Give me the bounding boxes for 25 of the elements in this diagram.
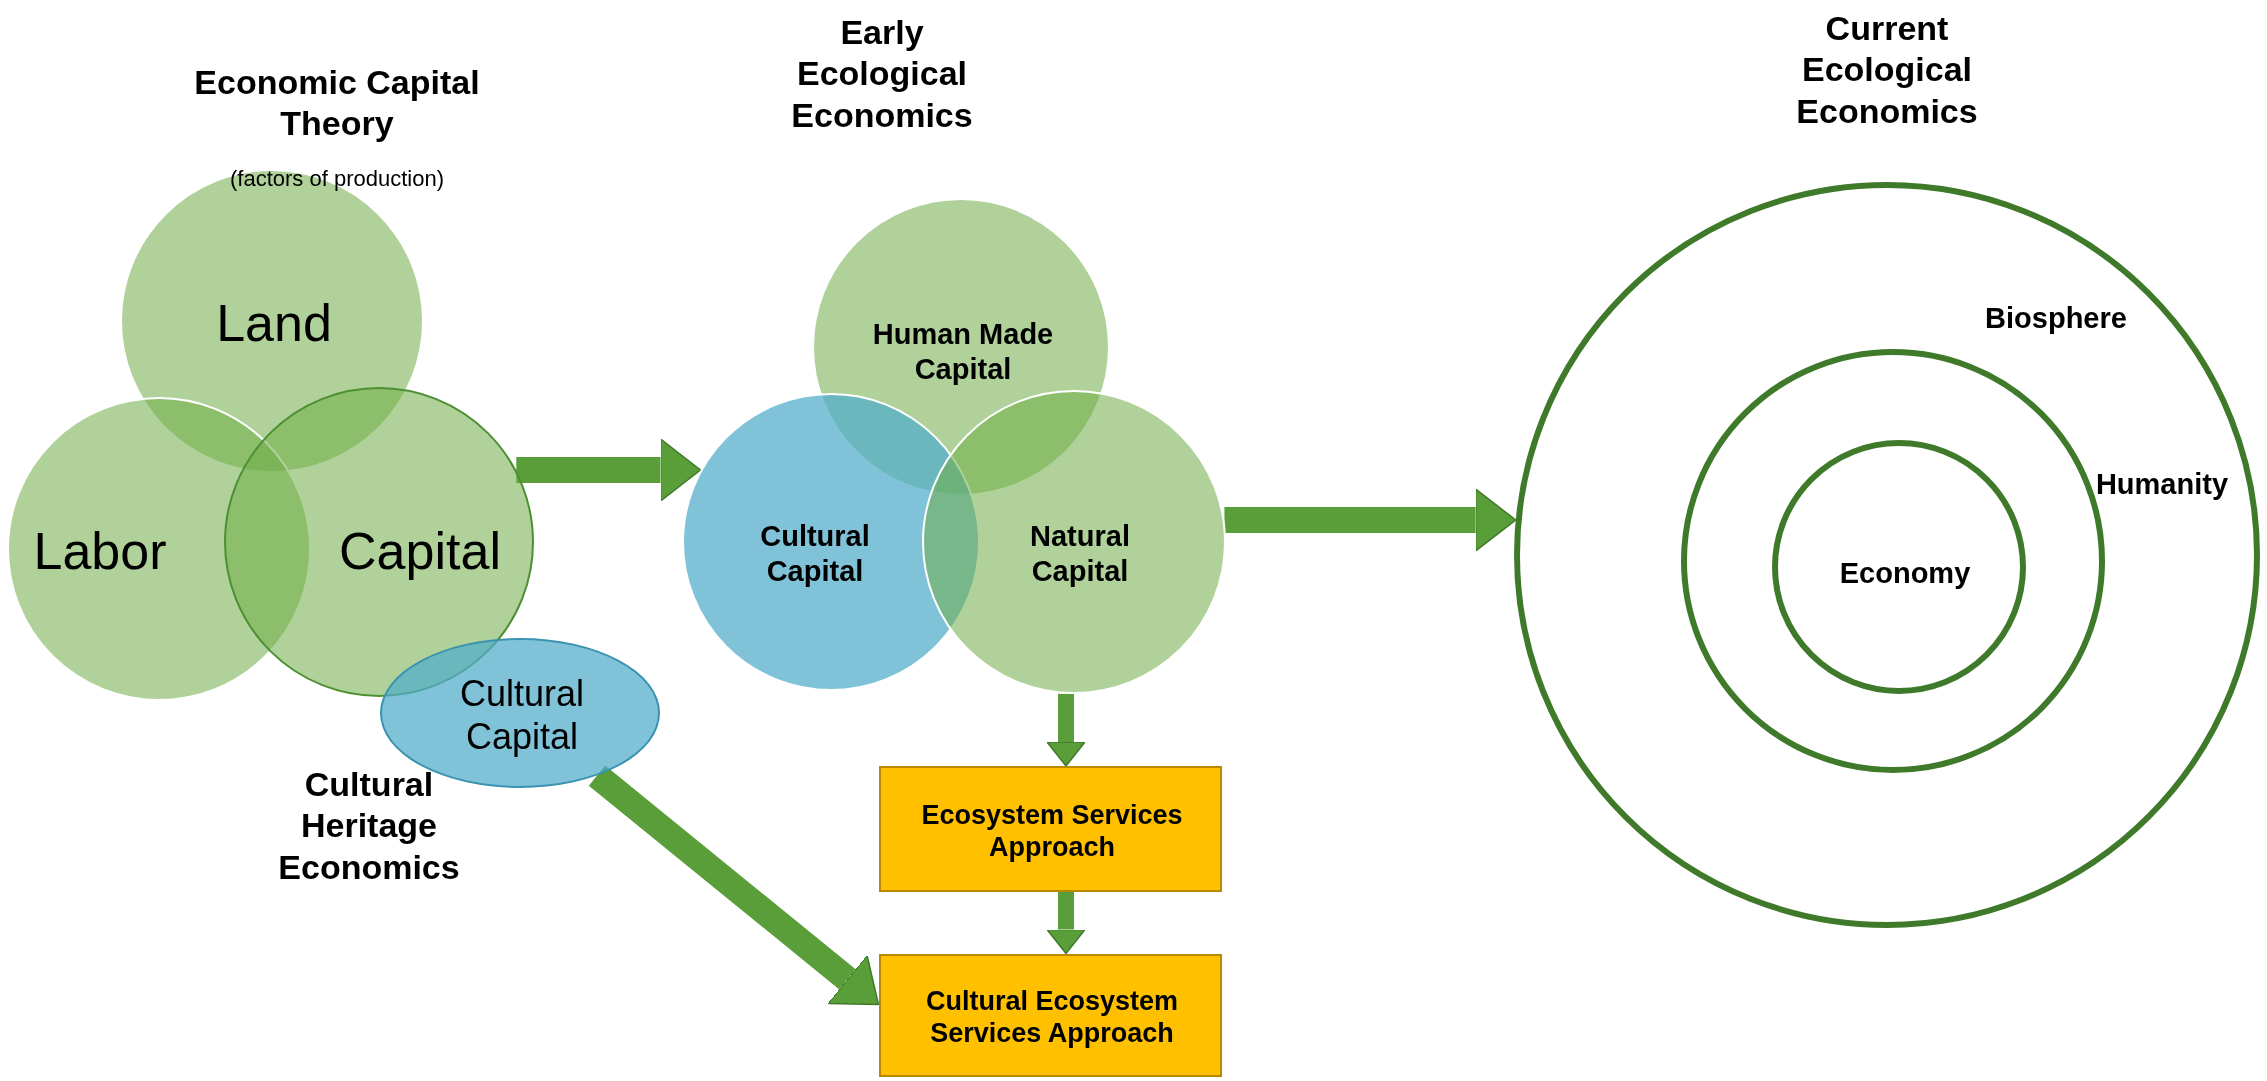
subtitle: (factors of production): [230, 166, 444, 193]
node-label: Cultural Capital: [458, 671, 586, 759]
node-label: Labor: [33, 520, 167, 582]
arrow: [516, 438, 702, 502]
node-label: Economy: [1839, 555, 1971, 591]
node-label: Land: [216, 292, 332, 354]
ring: [1772, 440, 2026, 694]
process-box: [878, 953, 1222, 1077]
section-heading: Early Ecological Economics: [790, 12, 974, 136]
process-box: [878, 766, 1222, 892]
node-label: Humanity: [2095, 466, 2229, 502]
section-heading: Economic Capital Theory: [193, 62, 481, 145]
section-heading: Cultural Heritage Economics: [277, 764, 461, 888]
arrow: [1046, 693, 1086, 767]
node-label: Cultural Capital: [759, 519, 871, 589]
arrow: [1046, 892, 1086, 955]
section-heading: Current Ecological Economics: [1795, 8, 1979, 132]
node-label: Capital: [339, 520, 501, 582]
node-label: Ecosystem Services Approach: [920, 798, 1184, 864]
node-label: Natural Capital: [1029, 519, 1131, 589]
ring: [1514, 182, 2260, 928]
arrow: [1224, 488, 1517, 552]
node-label: Human Made Capital: [871, 317, 1055, 387]
node-label: Biosphere: [1985, 300, 2127, 336]
node-label: Cultural Ecosystem Services Approach: [924, 984, 1180, 1050]
